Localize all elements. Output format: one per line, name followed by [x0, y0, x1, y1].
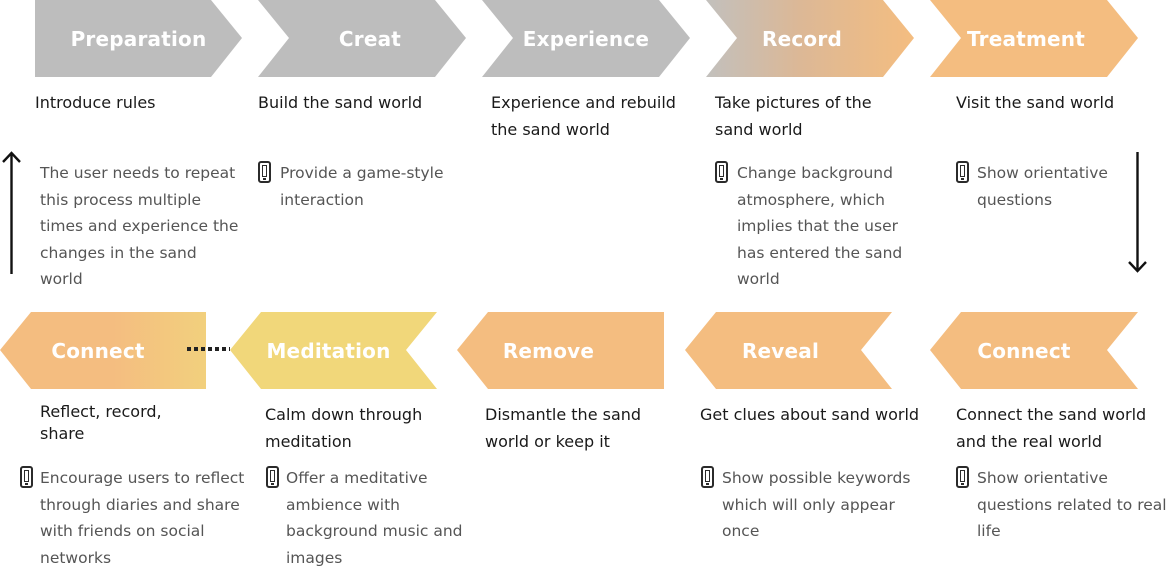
chevron-connect-final: Connect: [0, 312, 206, 389]
step-desc-connect-final: Encourage users to reflect through diari…: [40, 469, 245, 567]
phone-icon: [258, 161, 271, 183]
chevron-creat: Creat: [258, 0, 466, 77]
chevron-preparation: Preparation: [35, 0, 242, 77]
step-desc-reveal: Show possible keywords which will only a…: [722, 469, 911, 540]
phone-icon: [956, 466, 969, 488]
step-title-meditation: Calm down through meditation: [265, 405, 423, 451]
chevron-label-record: Record: [762, 26, 842, 51]
chevron-label-remove: Remove: [502, 338, 595, 363]
chevron-reveal: Reveal: [685, 312, 892, 389]
chevron-treatment: Treatment: [930, 0, 1138, 77]
phone-icon: [715, 161, 728, 183]
step-title-preparation: Introduce rules: [35, 93, 156, 112]
phone-icon: [701, 466, 714, 488]
down-arrow-icon: [1128, 152, 1147, 273]
chevron-experience: Experience: [482, 0, 690, 77]
up-arrow-icon: [2, 151, 21, 274]
step-title-treatment: Visit the sand world: [956, 93, 1115, 112]
chevron-remove: Remove: [457, 312, 664, 389]
step-title-experience: Experience and rebuild the sand world: [491, 93, 676, 139]
dotted-connector: [187, 347, 230, 351]
step-title-creat: Build the sand world: [258, 93, 423, 112]
phone-icon: [20, 466, 33, 488]
step-title-connect: Connect the sand world and the real worl…: [956, 405, 1147, 451]
repeat-note: The user needs to repeat this process mu…: [40, 164, 239, 288]
phone-icon: [266, 466, 279, 488]
chevron-label-meditation: Meditation: [266, 338, 391, 363]
step-title-reveal: Get clues about sand world: [700, 405, 920, 424]
chevron-label-experience: Experience: [522, 26, 650, 51]
chevron-label-creat: Creat: [338, 26, 402, 51]
step-desc-connect: Show orientative questions related to re…: [977, 469, 1167, 540]
chevron-label-connect-final: Connect: [51, 338, 145, 363]
chevron-record: Record: [706, 0, 914, 77]
chevron-label-preparation: Preparation: [70, 26, 207, 51]
chevron-label-connect: Connect: [977, 338, 1071, 363]
step-desc-record: Change background atmosphere, which impl…: [737, 164, 903, 288]
phone-icon: [956, 161, 969, 183]
chevron-label-reveal: Reveal: [741, 338, 820, 363]
step-title-connect-final: Reflect, record, share: [40, 402, 162, 443]
step-desc-meditation: Offer a meditative ambience with backgro…: [286, 469, 463, 567]
step-desc-creat: Provide a game-style interaction: [280, 164, 444, 209]
step-title-remove: Dismantle the sand world or keep it: [485, 405, 642, 451]
step-title-record: Take pictures of the sand world: [715, 93, 872, 139]
chevron-connect: Connect: [930, 312, 1138, 389]
chevron-meditation: Meditation: [230, 312, 437, 389]
chevron-label-treatment: Treatment: [967, 26, 1085, 51]
step-desc-treatment: Show orientative questions: [977, 164, 1108, 209]
